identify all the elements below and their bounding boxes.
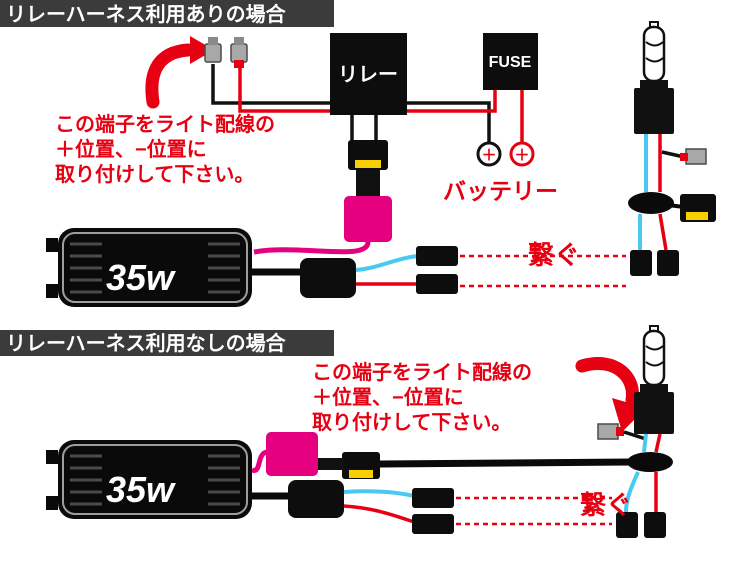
note-bottom-line3: 取り付けして下さい。 (312, 410, 511, 434)
red-arrow-top-head (190, 36, 214, 64)
connect-label-bottom: 繋ぐ (580, 490, 632, 520)
section-with-relay: リレーハーネス利用ありの場合 この端子をライト配線の ＋位置、−位置に 取り付け… (0, 0, 716, 307)
bulb-blue-wire (642, 433, 648, 453)
yellow-stripe-top (355, 160, 381, 168)
section-without-relay: リレーハーネス利用なしの場合 この端子をライト配線の ＋位置、−位置に 取り付け… (0, 325, 674, 538)
ballast-connector-2-bottom (412, 514, 454, 534)
yellow-stripe-bulb-top (686, 212, 708, 220)
hid-bulb-top (628, 21, 716, 276)
pink-wire-to-ballast-top (253, 241, 371, 255)
ballast-fins (70, 242, 240, 294)
relay-box (330, 33, 407, 115)
bulb-terminal-crimp (680, 153, 688, 161)
top-header-title: リレーハーネス利用ありの場合 (6, 2, 287, 26)
ballast-label-top: 35w (106, 257, 176, 298)
ballast-top: 35w (46, 228, 252, 307)
terminal-crimp-bottom (616, 427, 624, 436)
igniter-box-bottom (288, 480, 344, 518)
bulb-red-wire-2 (658, 213, 668, 251)
connect-label-top: 繋ぐ (528, 240, 580, 270)
terminal-tip-left (208, 37, 218, 45)
igniter-box-top (300, 258, 356, 298)
connector-mating-stub-bottom (316, 458, 344, 470)
ballast-connector-1-bottom (412, 488, 454, 508)
light-wire-terminals-top (204, 37, 248, 68)
note-bottom-line1: この端子をライト配線の (312, 360, 532, 384)
terminal-crimp-red (234, 60, 244, 68)
bulb-plug-1-bottom (616, 512, 638, 538)
blue-wire-bottom (343, 489, 415, 498)
pink-connector-top (344, 196, 392, 242)
main-wire-bottom (379, 458, 631, 468)
ballast-connector-2-top (416, 274, 458, 294)
pink-connector-bottom (266, 432, 318, 476)
blue-wire-top (355, 254, 419, 272)
bottom-header-title: リレーハーネス利用なしの場合 (6, 331, 287, 355)
fuse-label: FUSE (489, 54, 532, 71)
bulb-blue-wire-2 (624, 471, 640, 513)
ballast-fins (70, 454, 240, 506)
terminal-tip-right (234, 37, 244, 45)
bottom-header-bar (0, 330, 334, 356)
battery-plus-right: ＋ (514, 147, 529, 164)
pink-wire-to-ballast-bottom (251, 449, 269, 473)
red-arrow-bottom (575, 357, 639, 407)
note-bottom-line2: ＋位置、−位置に (312, 385, 464, 409)
wire-relay-to-battery (406, 101, 491, 143)
terminal-wire-bottom (623, 430, 647, 441)
ballast-tab (46, 450, 58, 464)
hid-bulb-bottom (616, 325, 674, 538)
relay-label: リレー (338, 64, 398, 86)
bulb-base (634, 392, 674, 434)
note-top-line1: この端子をライト配線の (55, 112, 275, 136)
wire-terminal-to-relay (211, 64, 330, 105)
ballast-tab (46, 496, 58, 510)
battery-terminal-right (509, 141, 535, 167)
ballast-tab (46, 238, 58, 252)
yellow-stripe-bottom (349, 470, 373, 478)
bulb-red-wire (654, 433, 662, 453)
bulb-spade-terminal (685, 148, 707, 165)
ballast-connector-1-top (416, 246, 458, 266)
bulb-collar (640, 384, 668, 393)
red-wire-bottom (343, 504, 415, 524)
battery-label: バッテリー (443, 178, 558, 204)
ballast-bottom: 35w (46, 440, 252, 519)
light-wire-terminal-bottom (597, 423, 647, 441)
ballast-tab (46, 284, 58, 298)
note-top-line2: ＋位置、−位置に (55, 137, 207, 161)
bulb-collar (640, 80, 668, 89)
bulb-base (634, 88, 674, 134)
battery-plus-left: ＋ (481, 147, 496, 164)
battery-terminal-left (476, 141, 502, 167)
battery-terminals: ＋ ＋ (476, 141, 535, 167)
red-arrow-top (145, 43, 195, 109)
bulb-glass (642, 25, 666, 83)
bulb-plug-1-top (630, 250, 652, 276)
note-top-line3: 取り付けして下さい。 (55, 162, 254, 186)
bulb-igniter-oval (628, 192, 674, 214)
bulb-igniter-oval (627, 452, 673, 472)
ballast-label-bottom: 35w (106, 469, 176, 510)
top-header-bar (0, 0, 334, 27)
bulb-glass (642, 329, 666, 387)
fuse-box (483, 33, 538, 90)
relay-output-connector (344, 140, 392, 242)
bulb-plug-2-top (657, 250, 679, 276)
connector-mating-stub (356, 170, 380, 198)
bulb-plug-2-bottom (644, 512, 666, 538)
